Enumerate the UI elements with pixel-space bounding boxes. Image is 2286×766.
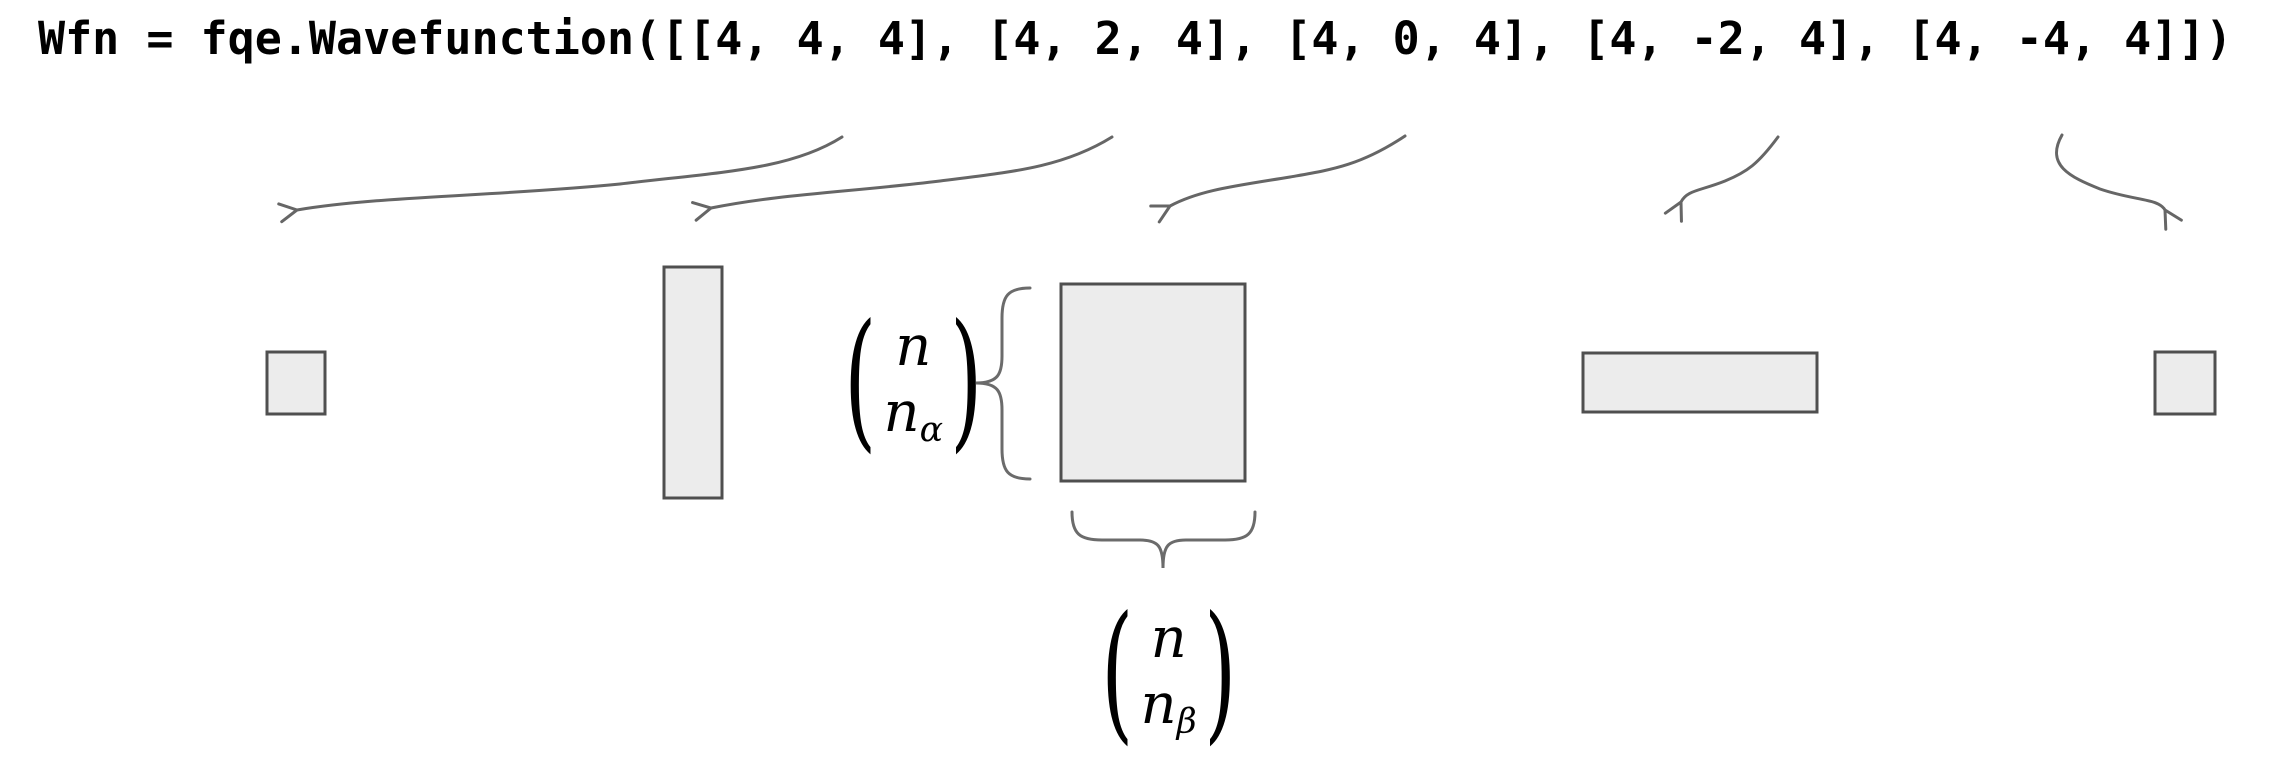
bottom-curly-brace-icon [1070, 510, 1257, 569]
binomial-top-n: n [895, 313, 932, 379]
close-paren: ) [1203, 585, 1237, 759]
alpha-subscript: α [919, 409, 944, 450]
sector-1-arrow-icon [277, 135, 844, 224]
left-curly-brace-icon [975, 286, 1032, 481]
binomial-bottom-n-alpha: nα [883, 380, 944, 450]
sector-2-shape [662, 265, 724, 500]
binomial-n-beta: ( n nβ ) [1101, 585, 1237, 759]
sector-3-arrow-icon [1149, 134, 1407, 224]
binomial-n-alpha: ( n nα ) [844, 293, 983, 467]
binomial-n-alpha-column: n nα [876, 313, 952, 450]
binomial-bottom-n-beta: nβ [1140, 672, 1197, 742]
binomial-n-beta-column: n nβ [1133, 605, 1205, 742]
sector-4-shape [1581, 351, 1819, 414]
sector-4-arrow-icon [1663, 135, 1780, 223]
open-paren: ( [1101, 585, 1134, 759]
sector-1-shape [265, 350, 327, 416]
close-paren: ) [950, 293, 983, 467]
open-paren: ( [844, 293, 877, 467]
sector-5-arrow-icon [2055, 133, 2183, 231]
beta-subscript: β [1176, 701, 1197, 742]
sector-3-shape [1059, 282, 1247, 483]
sector-2-arrow-icon [691, 135, 1114, 222]
sector-5-shape [2153, 350, 2217, 416]
binomial-top-n: n [1150, 605, 1187, 671]
code-line: Wfn = fqe.Wavefunction([[4, 4, 4], [4, 2… [38, 12, 2233, 65]
